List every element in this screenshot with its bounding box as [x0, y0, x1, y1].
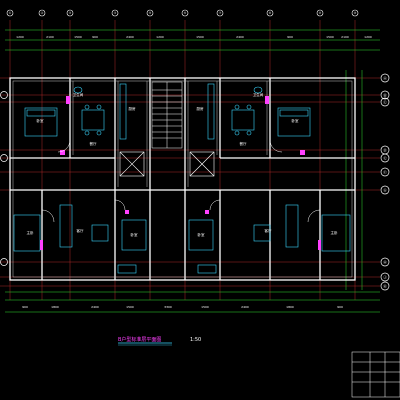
room-labels: 卧室卧室卧室卧室客厅客厅厨房厨房卫生间卫生间餐厅餐厅主卧主卧 — [27, 92, 339, 237]
drawing-title: B户型标准层平面图 — [118, 336, 161, 343]
top-axis-label: ⑧ — [269, 11, 272, 15]
stair-core — [151, 81, 183, 149]
room-label: 餐厅 — [240, 141, 247, 146]
right-axis-label: Ⓖ — [383, 187, 387, 192]
top-dimension-text: 900 — [287, 35, 293, 39]
bottom-dimension-text: 1800 — [286, 305, 294, 309]
bottom-dimension-text: 900 — [337, 305, 343, 309]
right-axis-label: Ⓔ — [383, 155, 387, 160]
top-axis-labels: ① ② ③ ④ ⑤ ⑥ ⑦ ⑧ ⑨ ⑩ — [9, 11, 357, 15]
top-axis-label: ④ — [114, 11, 117, 15]
top-dimension-text: 1200 — [364, 35, 372, 39]
room-label: 主卧 — [331, 230, 339, 235]
top-dimension-texts: 1200 2100 1500 900 2400 1200 1500 2400 900 1500 21… — [16, 35, 372, 39]
right-axis-label: Ⓚ — [383, 283, 387, 288]
top-dimension-text: 1500 — [74, 35, 82, 39]
room-label: 客厅 — [77, 228, 84, 233]
top-dimension-text: 900 — [92, 35, 98, 39]
room-label: 卫生间 — [253, 92, 264, 97]
right-axis-label: Ⓐ — [383, 75, 387, 80]
top-dimension-text: 1500 — [196, 35, 204, 39]
room-label: 卫生间 — [73, 92, 84, 97]
elevator-shafts — [119, 151, 215, 177]
bottom-dimension-text: 1500 — [126, 305, 134, 309]
top-dimension-text: 1200 — [16, 35, 24, 39]
right-axis-markers — [380, 73, 390, 291]
drawing-title-block: B户型标准层平面图 1:50 — [118, 336, 201, 346]
top-axis-label: ⑩ — [354, 11, 357, 15]
top-dimension-text: 2400 — [236, 35, 244, 39]
room-label: 卧室 — [292, 118, 300, 123]
inner-walls — [12, 80, 353, 278]
top-axis-label: ② — [41, 11, 44, 15]
room-label: 厨房 — [197, 106, 204, 111]
top-dimension-text: 2100 — [341, 35, 349, 39]
room-label: 客厅 — [265, 228, 273, 233]
right-axis-label: Ⓒ — [383, 99, 387, 104]
bottom-dimension-text: 2400 — [91, 305, 99, 309]
bottom-dimension-text: 1800 — [51, 305, 59, 309]
top-dimension-text: 1500 — [326, 35, 334, 39]
top-axis-label: ① — [9, 11, 12, 15]
top-axis-markers — [6, 9, 359, 17]
dimension-lines — [5, 29, 380, 313]
right-axis-labels: Ⓐ Ⓑ Ⓒ Ⓓ Ⓔ Ⓕ Ⓖ Ⓗ Ⓙ Ⓚ — [383, 75, 387, 288]
top-axis-label: ⑨ — [319, 11, 322, 15]
top-dimension-text: 2100 — [46, 35, 54, 39]
title-block — [351, 351, 400, 398]
left-axis-markers — [0, 91, 8, 266]
bottom-dimension-text: 900 — [22, 305, 28, 309]
room-label: 主卧 — [27, 230, 34, 235]
top-axis-label: ⑥ — [184, 11, 187, 15]
room-label: 卧室 — [198, 232, 205, 237]
accent-marks — [40, 96, 321, 250]
top-dimension-text: 1200 — [156, 35, 164, 39]
drawing-scale: 1:50 — [190, 337, 201, 343]
top-axis-label: ③ — [69, 11, 72, 15]
room-label: 厨房 — [129, 106, 136, 111]
furniture — [13, 83, 351, 274]
top-axis-label: ⑦ — [219, 11, 222, 15]
room-label: 餐厅 — [90, 141, 97, 146]
top-dimension-text: 2400 — [126, 35, 134, 39]
right-axis-label: Ⓕ — [383, 169, 387, 174]
bottom-dimension-text: 3300 — [164, 305, 172, 309]
bottom-dimension-text: 2400 — [241, 305, 249, 309]
right-axis-label: Ⓙ — [383, 274, 387, 279]
right-axis-label: Ⓗ — [383, 259, 387, 264]
walls — [9, 77, 356, 281]
right-axis-label: Ⓓ — [383, 147, 387, 152]
right-axis-label: Ⓑ — [383, 92, 387, 97]
door-swings — [41, 139, 321, 223]
bottom-dimension-text: 1500 — [201, 305, 209, 309]
room-label: 卧室 — [37, 118, 44, 123]
bottom-dimension-texts: 900 1800 2400 1500 3300 1500 2400 1800 900 — [22, 305, 343, 309]
room-label: 卧室 — [131, 232, 138, 237]
top-axis-label: ⑤ — [149, 11, 152, 15]
